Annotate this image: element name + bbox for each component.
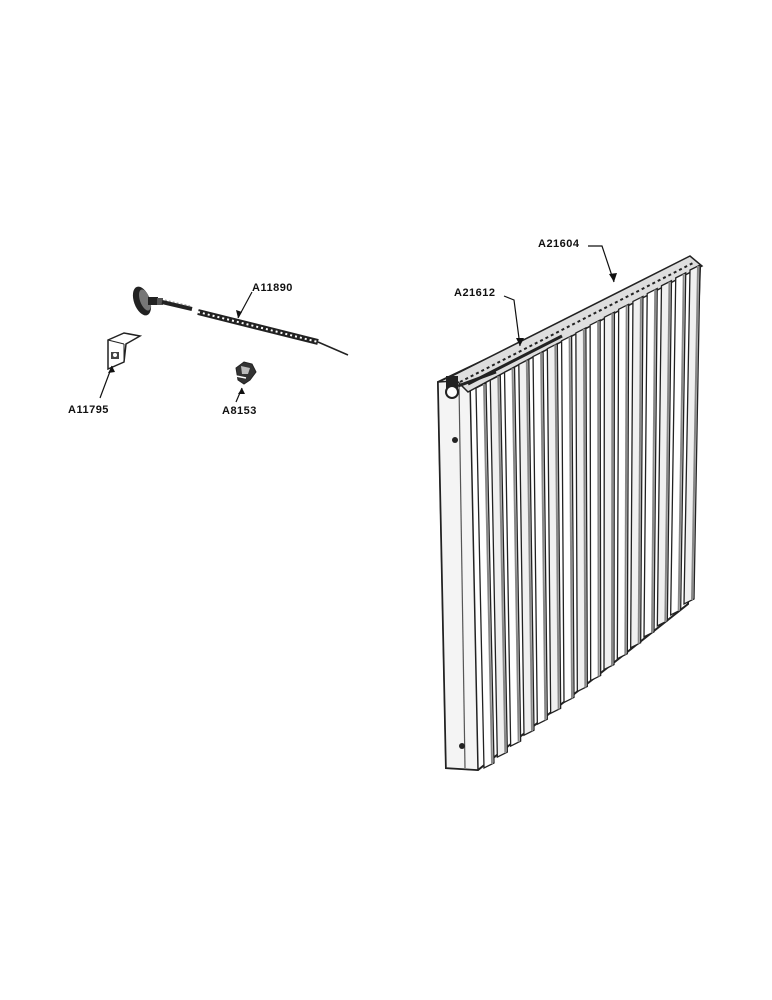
shutter-vane-shadow [568,336,573,699]
label-a11890: A11890 [252,282,293,294]
shutter-vane-shadow [497,376,507,754]
leader-a21612 [503,295,521,347]
clip-icon [235,361,257,385]
shutter-vane-shadow [637,297,642,644]
shutter-vane-shadow [691,265,699,601]
shutter-vane-shadow [624,305,628,655]
shutter-vane-shadow [525,360,533,732]
arrow-a21604 [609,273,617,282]
shutter-vane-shadow [511,368,520,743]
shutter-vane-shadow [582,328,587,688]
arrow-a8153 [238,388,245,394]
shutter-vane-shadow [540,352,547,721]
shutter-vanes [475,263,701,770]
leader-a21604 [588,245,615,283]
leader-arrowheads [108,273,617,394]
label-a21604: A21604 [538,238,580,250]
shutter-vane-shadow [677,273,685,611]
arrow-a21612 [516,338,524,346]
shutter-vane-shadow [483,383,493,765]
label-a21612: A21612 [454,287,496,299]
choke-cable-icon [132,286,349,356]
shutter-vane-shadow [651,289,657,633]
label-a11795: A11795 [68,404,109,416]
shutter-vane-shadow [554,344,560,710]
arrow-a11795 [108,366,115,373]
shutter-vane-shadow [597,321,600,677]
shutter-vane-shadow [664,281,671,622]
arrow-a11890 [236,310,242,318]
bracket-icon [107,332,143,371]
label-a8153: A8153 [222,405,257,417]
shutter-assembly-icon [436,255,704,772]
